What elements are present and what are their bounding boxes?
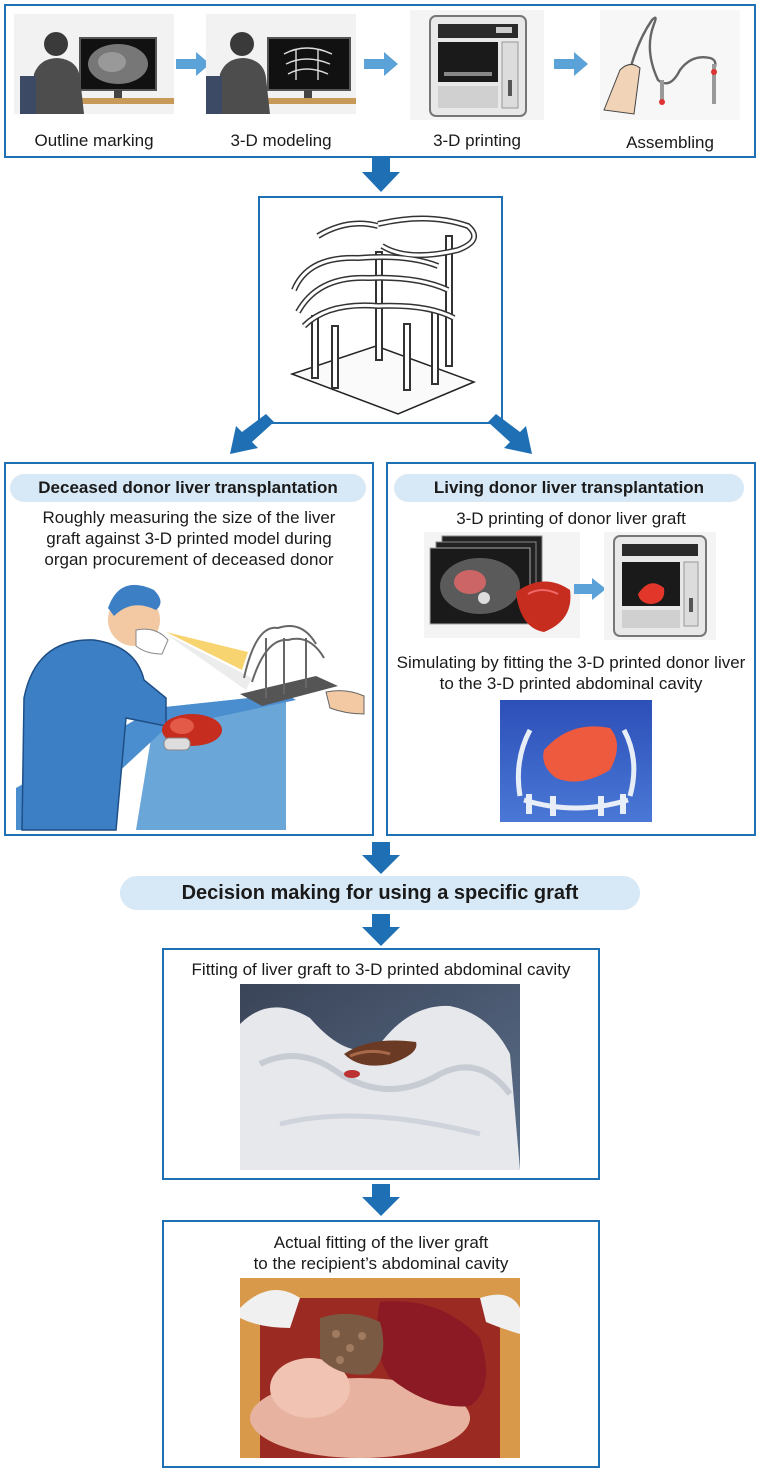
- step-arrow-2: [364, 52, 398, 81]
- down-arrow-2: [362, 842, 400, 874]
- step-label-assembling: Assembling: [626, 133, 714, 152]
- actual-caption-line2: to the recipient’s abdominal cavity: [253, 1254, 509, 1273]
- recipient-abdominal-cavity-photo: [240, 1278, 520, 1458]
- outline-marking-illustration: [14, 14, 174, 114]
- living-sim-line1: Simulating by fitting the 3-D printed do…: [396, 653, 746, 672]
- down-arrow-3: [362, 914, 400, 946]
- step-label-printing: 3-D printing: [433, 131, 521, 150]
- deceased-desc-line1: Roughly measuring the size of the liver: [42, 508, 336, 527]
- printer-liver-illustration: [604, 532, 716, 640]
- diagonal-arrow-left: [230, 414, 274, 454]
- ct-liver-segmentation: [424, 532, 580, 638]
- 3d-printer-illustration: [410, 10, 544, 120]
- step-arrow-3: [554, 52, 588, 81]
- fitting-caption: Fitting of liver graft to 3-D printed ab…: [191, 960, 571, 979]
- assembling-illustration: [600, 10, 740, 120]
- 3d-modeling-illustration: [206, 14, 356, 114]
- living-subtitle: 3-D printing of donor liver graft: [456, 509, 686, 528]
- step-label-outline: Outline marking: [34, 131, 154, 150]
- printed-liver-in-cavity-photo: [500, 700, 652, 822]
- deceased-desc-line3: organ procurement of deceased donor: [44, 550, 334, 569]
- living-sim-line2: to the 3-D printed abdominal cavity: [439, 674, 703, 693]
- decision-making-banner: Decision making for using a specific gra…: [120, 876, 640, 910]
- deceased-donor-title: Deceased donor liver transplantation: [10, 474, 366, 502]
- down-arrow-4: [362, 1184, 400, 1216]
- surgeon-measuring-illustration: [16, 584, 365, 831]
- down-arrow-1: [362, 158, 400, 192]
- actual-caption-line1: Actual fitting of the liver graft: [273, 1233, 489, 1252]
- living-donor-title: Living donor liver transplantation: [394, 474, 744, 502]
- diagonal-arrow-right: [488, 414, 532, 454]
- living-step-arrow: [574, 578, 606, 600]
- deceased-desc-line2: graft against 3-D printed model during: [46, 529, 332, 548]
- liver-graft-in-bag-photo: [240, 984, 520, 1170]
- step-arrow-1: [176, 52, 210, 81]
- 3d-printed-abdominal-model: [289, 215, 478, 415]
- step-label-modeling: 3-D modeling: [230, 131, 332, 150]
